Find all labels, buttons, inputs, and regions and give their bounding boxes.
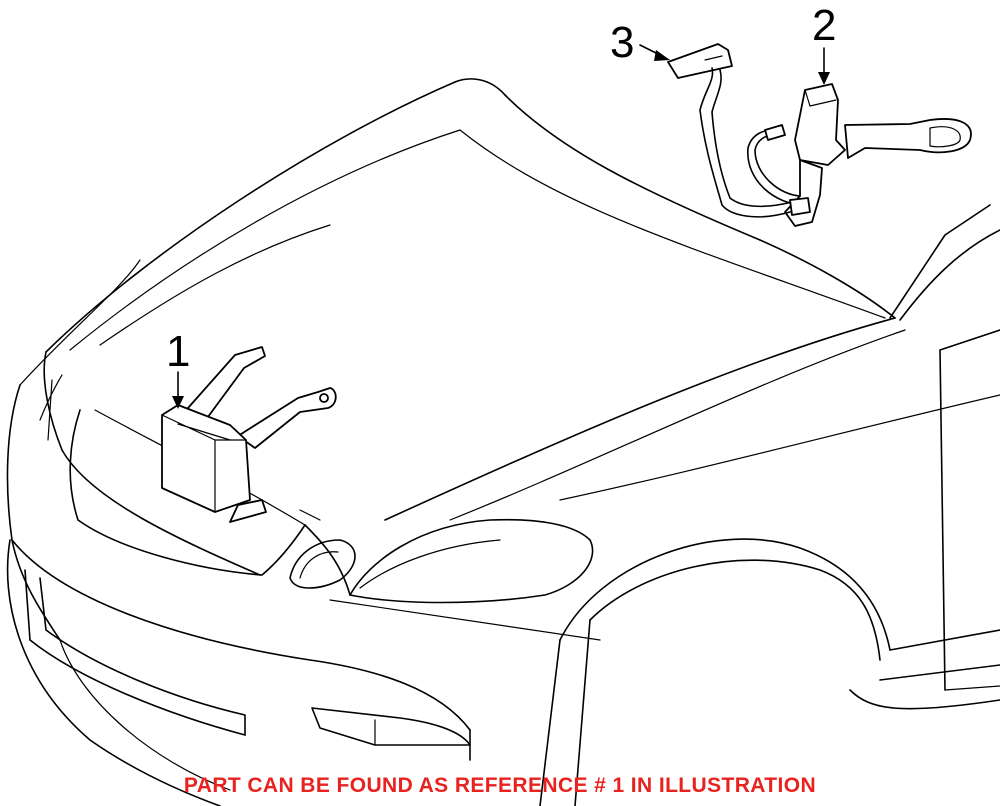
callout-1-number: 1	[166, 327, 190, 376]
harness-connector-part[interactable]	[667, 43, 811, 218]
callout-3: 3	[610, 18, 670, 67]
callout-3-number: 3	[610, 18, 634, 67]
car-outline	[6, 78, 1000, 806]
callout-2: 2	[812, 1, 836, 85]
sensor-module-part[interactable]	[161, 346, 337, 523]
reference-caption: PART CAN BE FOUND AS REFERENCE # 1 IN IL…	[183, 774, 817, 797]
callout-1: 1	[166, 327, 190, 409]
callout-2-number: 2	[812, 1, 836, 50]
